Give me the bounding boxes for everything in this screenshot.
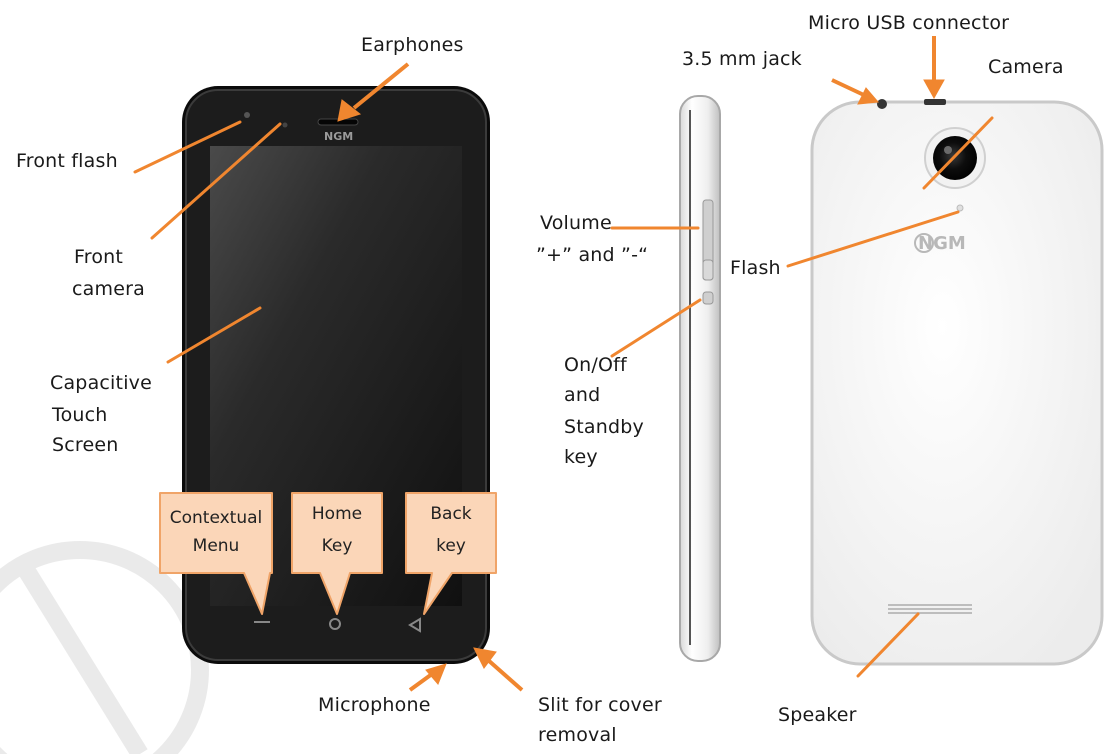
label-flash: Flash	[730, 257, 781, 279]
label-microphone: Microphone	[318, 694, 431, 716]
callout-contextual-menu-shape	[159, 492, 273, 615]
label-slit-line1: Slit for cover	[538, 694, 662, 716]
arrow-microphone	[408, 663, 447, 692]
pointer-power	[610, 298, 702, 358]
callout-contextual-menu-line1: Contextual	[169, 508, 263, 528]
arrow-slit	[473, 647, 524, 692]
back-key-mark	[408, 617, 421, 633]
label-speaker: Speaker	[778, 704, 857, 726]
callout-back-key-shape	[405, 492, 497, 615]
label-front-camera-line1: Front	[74, 246, 124, 268]
power-button	[702, 291, 714, 305]
audio-jack	[877, 99, 887, 109]
front-camera-dot	[282, 122, 288, 128]
label-power-line1: On/Off	[564, 354, 627, 376]
brand-logo-front: NGM	[324, 130, 353, 143]
pointer-lines	[133, 116, 994, 678]
home-key-mark	[329, 618, 341, 630]
label-power-line4: key	[564, 446, 598, 468]
callout-home-key-shape	[291, 492, 383, 615]
label-front-camera-line2: camera	[72, 278, 145, 300]
arrow-pointers	[337, 36, 945, 692]
callout-home-key-line1: Home	[311, 504, 363, 524]
brand-logo-back: NGM	[918, 233, 966, 254]
phone-back: NGM	[810, 99, 1104, 666]
label-volume-line1: Volume	[540, 212, 612, 234]
callout-back-key-line1: Back	[430, 504, 472, 524]
front-flash-dot	[244, 112, 250, 118]
label-micro-usb: Micro USB connector	[808, 12, 1010, 34]
pointer-touch-screen	[166, 306, 262, 364]
label-front-flash: Front flash	[16, 150, 118, 172]
pointer-flash	[786, 210, 960, 268]
arrow-earphones	[337, 62, 410, 122]
label-touch-screen-line3: Screen	[52, 434, 119, 456]
arrow-jack	[831, 78, 880, 105]
label-touch-screen-line1: Capacitive	[50, 372, 153, 394]
watermark-graphic	[0, 541, 209, 754]
phone-side	[679, 95, 721, 662]
label-slit-line2: removal	[538, 724, 617, 746]
usb-port	[924, 99, 946, 105]
pointer-front-flash	[133, 120, 242, 174]
callout-back-key-line2: key	[436, 536, 466, 556]
label-power-line2: and	[564, 384, 601, 406]
callout-shapes	[159, 492, 497, 615]
pointer-speaker	[856, 612, 920, 678]
speaker-grille	[888, 604, 972, 614]
back-flash-dot	[956, 204, 964, 212]
pointer-front-camera	[150, 122, 282, 240]
label-volume-line2: ”+” and ”-“	[536, 244, 649, 266]
callout-home-key-line2: Key	[321, 536, 353, 556]
pointer-camera	[922, 116, 994, 190]
label-jack: 3.5 mm jack	[682, 48, 802, 70]
callout-contextual-menu-line2: Menu	[192, 536, 240, 556]
label-earphones: Earphones	[361, 34, 464, 56]
arrow-usb	[923, 36, 945, 100]
label-power-line3: Standby	[564, 416, 644, 438]
label-touch-screen-line2: Touch	[52, 404, 108, 426]
label-camera: Camera	[988, 56, 1064, 78]
